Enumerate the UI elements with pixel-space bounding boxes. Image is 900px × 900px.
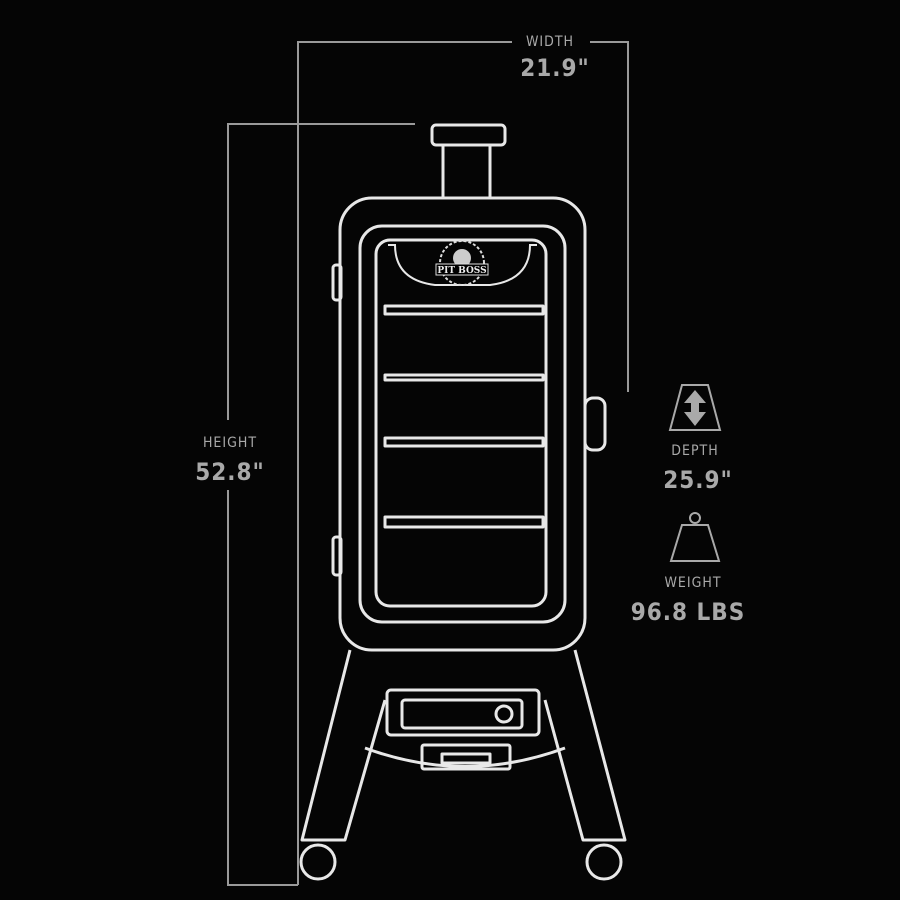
depth-icon [668, 384, 722, 431]
width-value: 21.9" [520, 54, 590, 82]
cooking-racks [383, 304, 545, 529]
smoker-illustration [299, 123, 627, 881]
depth-value: 25.9" [663, 466, 733, 494]
width-dimension-line [297, 41, 629, 885]
weight-label: WEIGHT [664, 575, 721, 591]
pit-boss-logo: PIT BOSS [388, 240, 537, 286]
weight-value: 96.8 LBS [631, 598, 746, 626]
depth-label: DEPTH [671, 443, 718, 459]
width-label: WIDTH [526, 34, 574, 50]
weight-icon [669, 512, 721, 562]
height-dimension-line [227, 123, 415, 886]
height-label: HEIGHT [203, 435, 257, 451]
height-value: 52.8" [195, 458, 265, 486]
brand-text: PIT BOSS [437, 266, 486, 276]
